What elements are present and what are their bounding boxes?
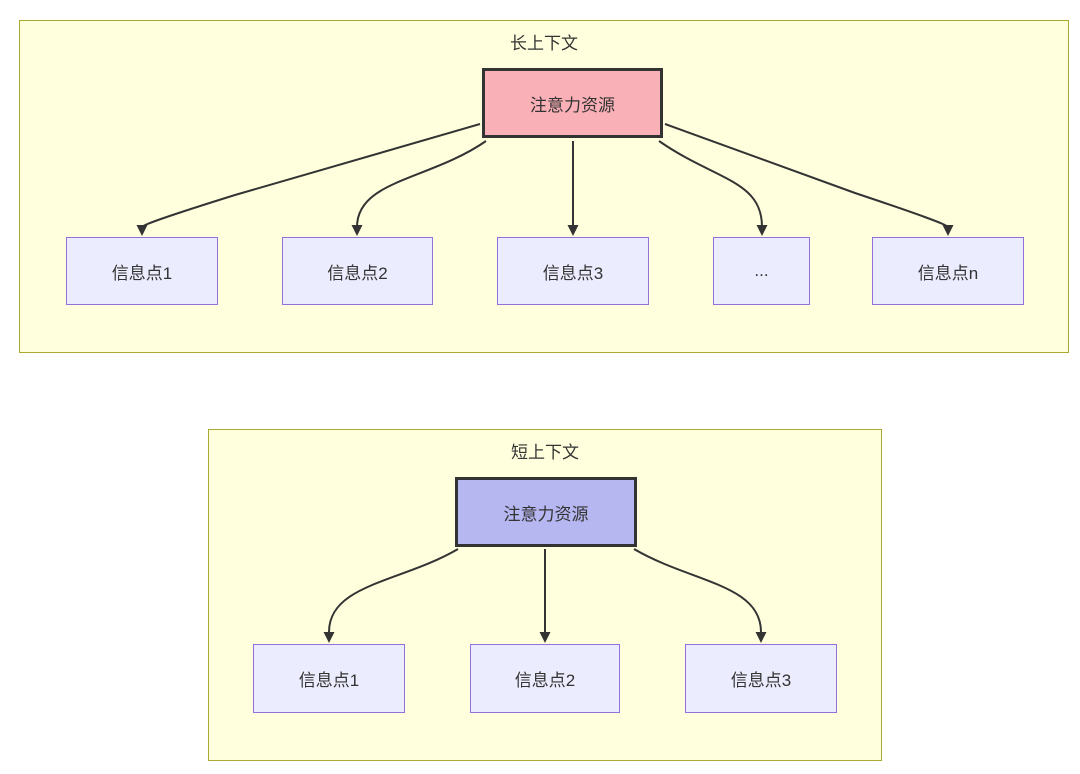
- attention-resource-node-short: 注意力资源: [455, 477, 637, 547]
- info-node-long-n: 信息点n: [872, 237, 1024, 305]
- info-node-long-3: 信息点3: [497, 237, 649, 305]
- info-node-long-2: 信息点2: [282, 237, 433, 305]
- short-context-title: 短上下文: [511, 443, 579, 462]
- attention-resource-node-long: 注意力资源: [482, 68, 663, 138]
- long-context-title: 长上下文: [510, 34, 578, 53]
- info-node-short-1: 信息点1: [253, 644, 405, 713]
- info-node-short-3: 信息点3: [685, 644, 837, 713]
- info-node-long-1: 信息点1: [66, 237, 218, 305]
- info-node-long-ellipsis: ...: [713, 237, 810, 305]
- info-node-short-2: 信息点2: [470, 644, 620, 713]
